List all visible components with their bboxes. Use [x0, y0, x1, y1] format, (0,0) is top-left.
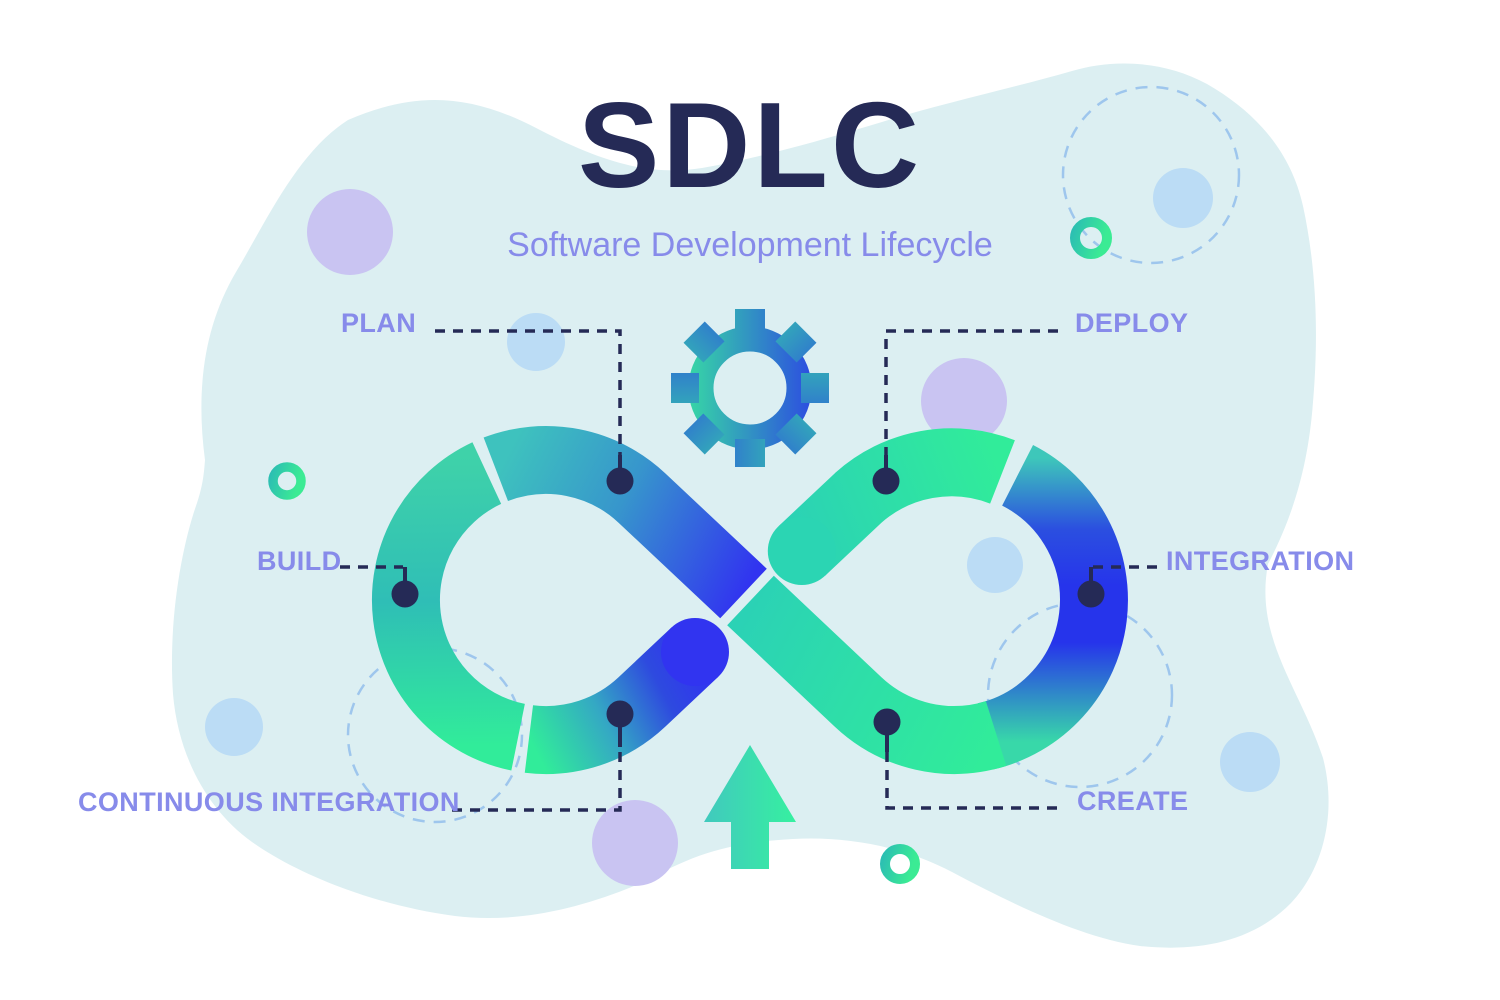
- loop-round-cap: [661, 618, 729, 686]
- gear-icon: [671, 309, 829, 467]
- green-ring-icon: [268, 462, 306, 500]
- light-blue-circle: [205, 698, 263, 756]
- dashed-circle: [1061, 85, 1241, 265]
- page-title: SDLC: [577, 77, 923, 213]
- stage-label-create: CREATE: [1077, 786, 1189, 816]
- stage-label-integration: INTEGRATION: [1166, 546, 1355, 576]
- dot-plan: [606, 467, 634, 495]
- up-arrow-icon: [704, 745, 796, 869]
- connector-continuous-integration: [452, 746, 622, 812]
- loop-segment-create: [727, 575, 1007, 774]
- page-subtitle: Software Development Lifecycle: [507, 226, 993, 264]
- loop-segment-plan: [483, 426, 767, 619]
- loop-segment-deploy: [778, 428, 1015, 576]
- stage-label-deploy: DEPLOY: [1075, 308, 1189, 338]
- lavender-circle: [307, 189, 393, 275]
- green-rings: [268, 217, 1112, 884]
- dot-integration: [1077, 580, 1105, 608]
- infinity-loop: [371, 426, 1128, 775]
- stage-label-continuous-integration: CONTINUOUS INTEGRATION: [78, 787, 460, 817]
- connector-plan: [435, 329, 622, 456]
- light-blue-circle: [1220, 732, 1280, 792]
- connector-deploy: [884, 329, 1058, 456]
- lavender-circle: [592, 800, 678, 886]
- loop-segment-continuous-integration: [524, 627, 719, 775]
- dot-deploy: [872, 467, 900, 495]
- stage-label-plan: PLAN: [341, 308, 417, 338]
- dashed-circle: [986, 601, 1174, 789]
- light-blue-circles: [205, 168, 1280, 792]
- green-ring-icon: [1070, 217, 1112, 259]
- connector-create: [885, 751, 1057, 810]
- stage-dots: [391, 467, 1105, 736]
- light-blue-circle: [1153, 168, 1213, 228]
- loop-round-cap: [767, 517, 836, 585]
- dot-build: [391, 580, 419, 608]
- loop-segment-build: [371, 442, 526, 771]
- dot-continuous-integration: [606, 700, 634, 728]
- lavender-circle: [921, 358, 1007, 444]
- light-blue-circle: [967, 537, 1023, 593]
- stage-connectors: [340, 329, 1157, 812]
- loop-segment-integration: [976, 445, 1128, 770]
- lavender-circles: [307, 189, 1007, 886]
- light-blue-circle: [507, 313, 565, 371]
- green-ring-icon: [880, 844, 920, 884]
- stage-label-build: BUILD: [257, 546, 342, 576]
- dot-create: [873, 708, 901, 736]
